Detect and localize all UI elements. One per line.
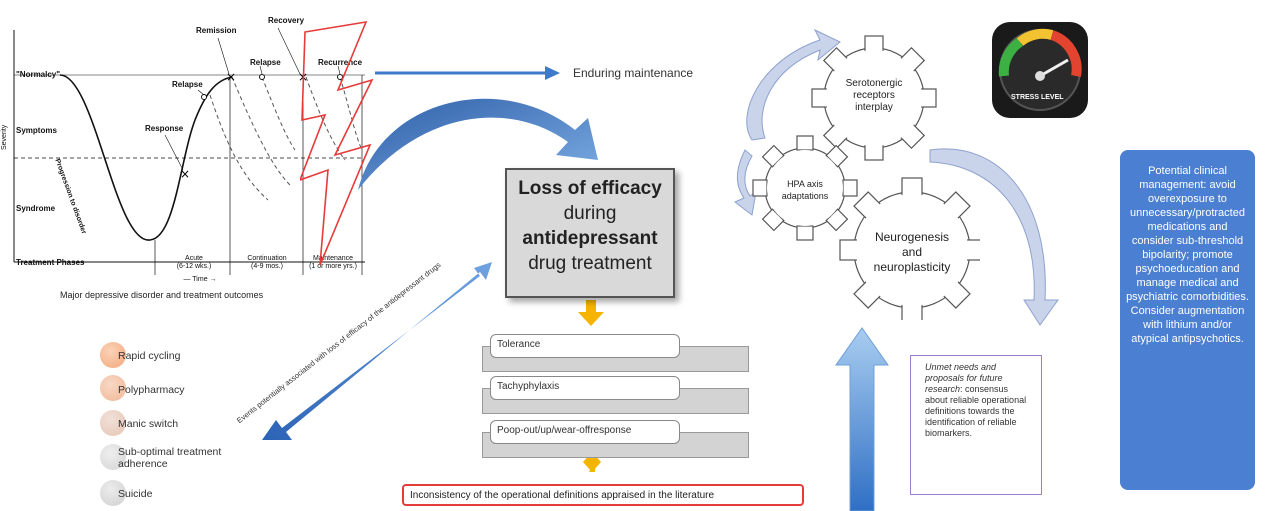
center-title: Loss of efficacy <box>518 178 662 199</box>
gear-hpa-icon <box>752 135 858 241</box>
event-dot-5 <box>100 480 126 506</box>
stage-poop-out: Poop-out/up/wear-offresponse <box>490 420 680 444</box>
gear-neurogenesis-icon <box>839 177 980 320</box>
event-dot-4 <box>100 444 126 470</box>
unmet-needs-heading: Unmet needs and proposals for future res… <box>925 362 1003 394</box>
event-polypharmacy: Polypharmacy <box>118 384 185 396</box>
gear-label-hpa: HPA axis adaptations <box>781 179 829 201</box>
event-rapid-cycling: Rapid cycling <box>118 350 181 362</box>
gear-label-serotonergic: Serotonergic receptors interplay <box>845 78 903 113</box>
stress-gauge-icon <box>992 22 1088 118</box>
x-axis-time: — Time → <box>183 276 217 283</box>
label-remission: Remission <box>196 26 237 35</box>
event-dot-3 <box>100 410 126 436</box>
inconsistency-note: Inconsistency of the operational definit… <box>402 484 804 506</box>
label-relapse-acute: Relapse <box>172 80 203 89</box>
center-line-drug-treatment: drug treatment <box>528 253 652 274</box>
stage-tachyphylaxis: Tachyphylaxis <box>490 376 680 400</box>
clinical-management-panel: Potential clinical management: avoid ove… <box>1120 150 1255 490</box>
event-dot-2 <box>100 375 126 401</box>
unmet-needs-note: Unmet needs and proposals for future res… <box>910 355 1042 495</box>
chart-caption: Major depressive disorder and treatment … <box>60 290 264 300</box>
label-recurrence: Recurrence <box>318 58 363 67</box>
y-label-normalcy: "Normalcy" <box>16 70 61 79</box>
phase-continuation: Continuation (4-9 mos.) <box>247 255 287 270</box>
svg-text:×: × <box>180 167 190 181</box>
gear-serotonergic-icon <box>811 35 937 161</box>
lightning-bolt-icon <box>300 20 374 266</box>
stress-gauge-label: STRESS LEVEL <box>1011 94 1064 101</box>
unmet-needs-text: : consensus about reliable operational d… <box>925 384 1027 438</box>
y-label-symptoms: Symptoms <box>16 126 57 135</box>
y-label-syndrome: Syndrome <box>16 204 56 213</box>
loss-of-efficacy-box: Loss of efficacy during antidepressant d… <box>505 168 675 298</box>
center-line-during: during <box>563 203 617 224</box>
event-dot-1 <box>100 342 126 368</box>
label-recovery: Recovery <box>268 16 305 25</box>
stage-tolerance: Tolerance <box>490 334 680 358</box>
event-suboptimal-adherence: Sub-optimal treatment adherence <box>118 446 222 470</box>
enduring-maintenance-label: Enduring maintenance <box>573 66 694 80</box>
gears-diagram <box>752 35 980 320</box>
label-response: Response <box>145 124 184 133</box>
phase-acute: Acute (6-12 wks.) <box>176 255 212 270</box>
svg-text:×: × <box>226 70 236 84</box>
phase-maintenance: Maintenance (1 or more yrs.) <box>309 255 357 270</box>
center-line-antidepressant: antidepressant <box>522 228 658 249</box>
event-manic-switch: Manic switch <box>118 418 179 430</box>
event-suicide: Suicide <box>118 488 153 500</box>
depression-course-chart: × × × <box>0 0 370 290</box>
label-relapse-continuation: Relapse <box>250 58 281 67</box>
y-label-treatment-phases: Treatment Phases <box>16 258 85 267</box>
gear-label-neuro: Neurogenesis and neuroplasticity <box>873 230 951 274</box>
